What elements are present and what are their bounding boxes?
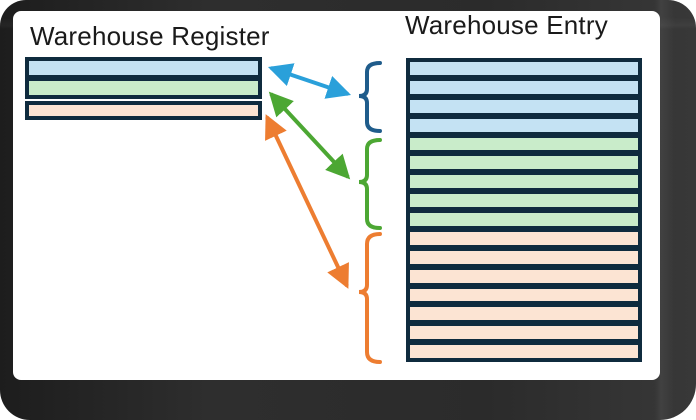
entry-row-orange [407, 342, 641, 361]
register-row-blue [26, 58, 261, 78]
entry-row-green [407, 134, 641, 154]
diagram-canvas: Warehouse Register Warehouse Entry [13, 10, 660, 380]
register-box-bottom [25, 101, 262, 120]
entry-row-orange [407, 266, 641, 286]
register-row-orange [26, 102, 261, 119]
entry-row-blue [407, 77, 641, 97]
entry-row-green [407, 191, 641, 210]
entry-row-orange [407, 247, 641, 267]
entry-table [406, 58, 642, 362]
entry-row-blue [407, 59, 641, 78]
register-row-green [26, 78, 261, 98]
entry-row-green [407, 153, 641, 173]
entry-title: Warehouse Entry [405, 10, 608, 40]
entry-row-green [407, 172, 641, 192]
entry-row-orange [407, 323, 641, 343]
entry-row-orange [407, 228, 641, 248]
register-title: Warehouse Register [30, 21, 270, 51]
entry-row-green [407, 210, 641, 229]
entry-row-orange [407, 304, 641, 324]
entry-row-blue [407, 96, 641, 116]
entry-row-blue [407, 115, 641, 135]
entry-row-orange [407, 285, 641, 305]
register-box-top [25, 57, 262, 99]
